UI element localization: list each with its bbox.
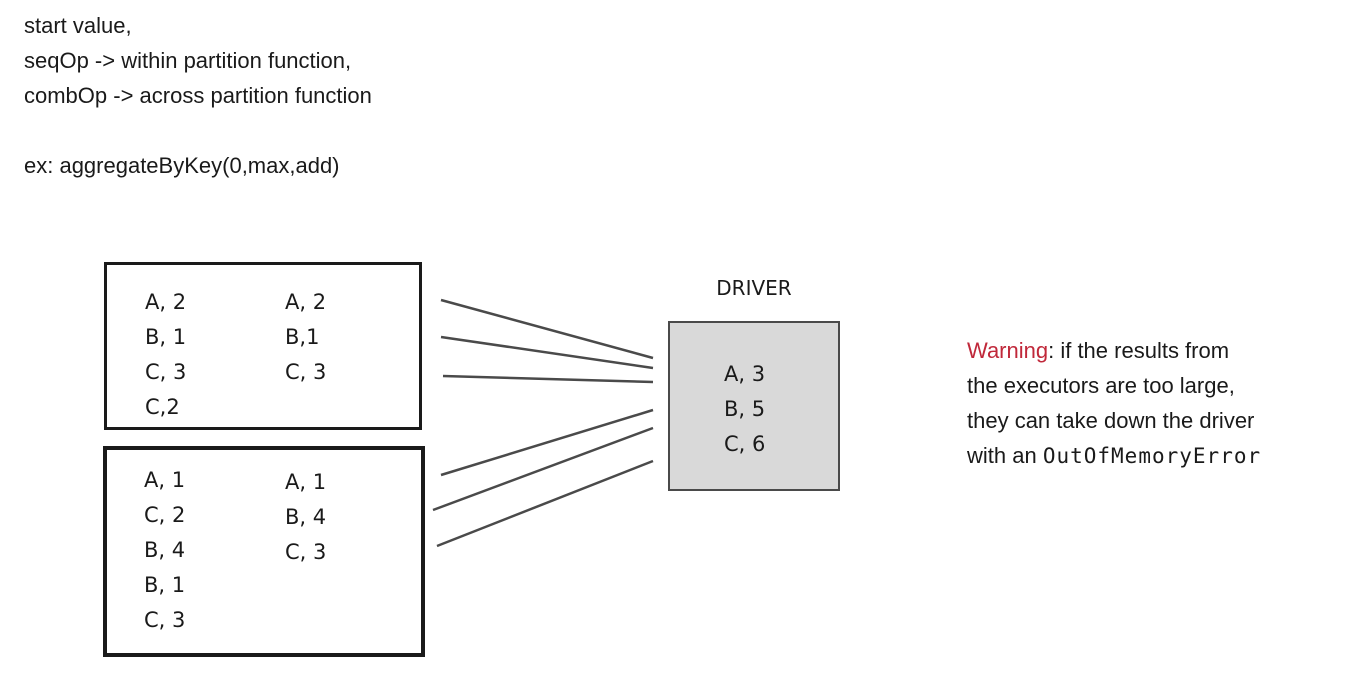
partition-box-1: A, 2 B, 1 C, 3 C,2 A, 2 B,1 C, 3 (104, 262, 422, 430)
error-name: OutOfMemoryError (1042, 444, 1262, 468)
driver-value: C, 6 (724, 432, 766, 456)
intro-text: start value, seqOp -> within partition f… (24, 8, 372, 183)
connector-line (432, 426, 654, 512)
driver-box: A, 3 B, 5 C, 6 (668, 321, 840, 491)
warning-text-4: with an (967, 443, 1043, 468)
kv-pair: B, 4 (144, 538, 186, 562)
kv-pair: B, 4 (285, 505, 327, 529)
partition-2-right-column: A, 1 B, 4 C, 3 (285, 465, 326, 570)
driver-title: DRIVER (716, 276, 792, 300)
kv-pair: C, 3 (285, 540, 327, 564)
warning-line-3: they can take down the driver (967, 408, 1255, 433)
start-value-line: start value, (24, 13, 132, 38)
connector-line (440, 335, 654, 370)
partition-2-left-column: A, 1 C, 2 B, 4 B, 1 C, 3 (144, 463, 185, 638)
connector-line (440, 298, 654, 360)
driver-value: A, 3 (724, 362, 766, 386)
seqop-line: seqOp -> within partition function, (24, 48, 352, 73)
combop-line: combOp -> across partition function (24, 83, 372, 108)
kv-pair: C,2 (145, 395, 180, 419)
partition-1-left-column: A, 2 B, 1 C, 3 C,2 (145, 285, 186, 425)
partition-box-2: A, 1 C, 2 B, 4 B, 1 C, 3 A, 1 B, 4 C, 3 (103, 446, 425, 657)
connector-line (442, 374, 654, 384)
kv-pair: C, 3 (285, 360, 327, 384)
warning-line-4: with an OutOfMemoryError (967, 438, 1261, 474)
kv-pair: C, 2 (144, 503, 186, 527)
warning-line-2: the executors are too large, (967, 373, 1235, 398)
kv-pair: A, 2 (145, 290, 187, 314)
partition-1-right-column: A, 2 B,1 C, 3 (285, 285, 326, 390)
kv-pair: B, 1 (145, 325, 187, 349)
warning-note: Warning: if the results from the executo… (967, 333, 1261, 474)
kv-pair: A, 2 (285, 290, 327, 314)
connector-line (440, 408, 654, 477)
connector-line (436, 459, 654, 548)
driver-values: A, 3 B, 5 C, 6 (724, 357, 765, 462)
kv-pair: B, 1 (144, 573, 186, 597)
warning-label: Warning (967, 338, 1049, 363)
kv-pair: A, 1 (285, 470, 327, 494)
kv-pair: B,1 (285, 325, 320, 349)
kv-pair: C, 3 (144, 608, 186, 632)
warning-line-1: Warning: if the results from (967, 333, 1261, 368)
kv-pair: C, 3 (145, 360, 187, 384)
warning-text-1: : if the results from (1048, 338, 1230, 363)
kv-pair: A, 1 (144, 468, 186, 492)
driver-value: B, 5 (724, 397, 766, 421)
example-line: ex: aggregateByKey(0,max,add) (24, 153, 340, 178)
